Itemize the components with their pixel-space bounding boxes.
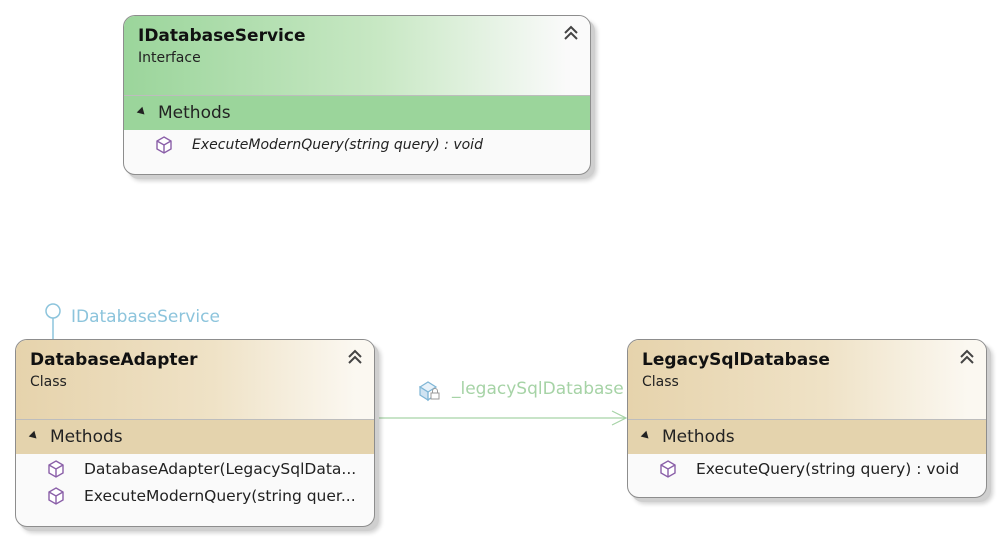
triangle-expanded-icon[interactable] bbox=[640, 430, 652, 441]
association-connector[interactable] bbox=[376, 410, 628, 426]
shape-stereotype: Class bbox=[30, 374, 67, 390]
lollipop-label: IDatabaseService bbox=[71, 307, 220, 327]
triangle-expanded-icon[interactable] bbox=[28, 430, 40, 441]
section-label: Methods bbox=[158, 103, 231, 123]
shape-header: IDatabaseService Interface bbox=[124, 16, 590, 96]
shape-stereotype: Class bbox=[642, 374, 679, 390]
section-label: Methods bbox=[50, 427, 123, 447]
double-chevron-up-icon[interactable] bbox=[958, 348, 976, 366]
shape-title: IDatabaseService bbox=[138, 26, 306, 46]
method-cube-icon bbox=[48, 459, 64, 478]
triangle-expanded-icon[interactable] bbox=[136, 106, 148, 117]
class-legacysqldatabase[interactable]: LegacySqlDatabase Class Methods ExecuteQ… bbox=[627, 339, 987, 498]
methods-section-header[interactable]: Methods bbox=[628, 420, 986, 454]
class-databaseadapter[interactable]: DatabaseAdapter Class Methods DatabaseAd… bbox=[15, 339, 375, 527]
method-row[interactable]: ExecuteModernQuery(string quer... bbox=[16, 482, 374, 509]
method-signature: ExecuteModernQuery(string query) : void bbox=[192, 136, 483, 153]
shape-title: LegacySqlDatabase bbox=[642, 350, 830, 370]
shape-header: LegacySqlDatabase Class bbox=[628, 340, 986, 420]
method-row[interactable]: DatabaseAdapter(LegacySqlData... bbox=[16, 455, 374, 482]
interface-idatabaseservice[interactable]: IDatabaseService Interface Methods Execu… bbox=[123, 15, 591, 175]
methods-section-header[interactable]: Methods bbox=[16, 420, 374, 454]
shape-title: DatabaseAdapter bbox=[30, 350, 198, 370]
shape-header: DatabaseAdapter Class bbox=[16, 340, 374, 420]
double-chevron-up-icon[interactable] bbox=[562, 24, 580, 42]
method-cube-icon bbox=[48, 486, 64, 505]
method-row[interactable]: ExecuteQuery(string query) : void bbox=[628, 455, 986, 482]
double-chevron-up-icon[interactable] bbox=[346, 348, 364, 366]
method-cube-icon bbox=[660, 459, 676, 478]
shape-stereotype: Interface bbox=[138, 50, 201, 66]
interface-lollipop-icon bbox=[45, 303, 61, 340]
field-lock-icon bbox=[418, 381, 440, 402]
section-label: Methods bbox=[662, 427, 735, 447]
method-signature: DatabaseAdapter(LegacySqlData... bbox=[84, 459, 357, 478]
method-signature: ExecuteQuery(string query) : void bbox=[696, 459, 960, 478]
method-row[interactable]: ExecuteModernQuery(string query) : void bbox=[124, 131, 590, 158]
association-label[interactable]: _legacySqlDatabase bbox=[452, 379, 624, 399]
method-signature: ExecuteModernQuery(string quer... bbox=[84, 486, 356, 505]
method-cube-icon bbox=[156, 135, 172, 154]
methods-section-header[interactable]: Methods bbox=[124, 96, 590, 130]
